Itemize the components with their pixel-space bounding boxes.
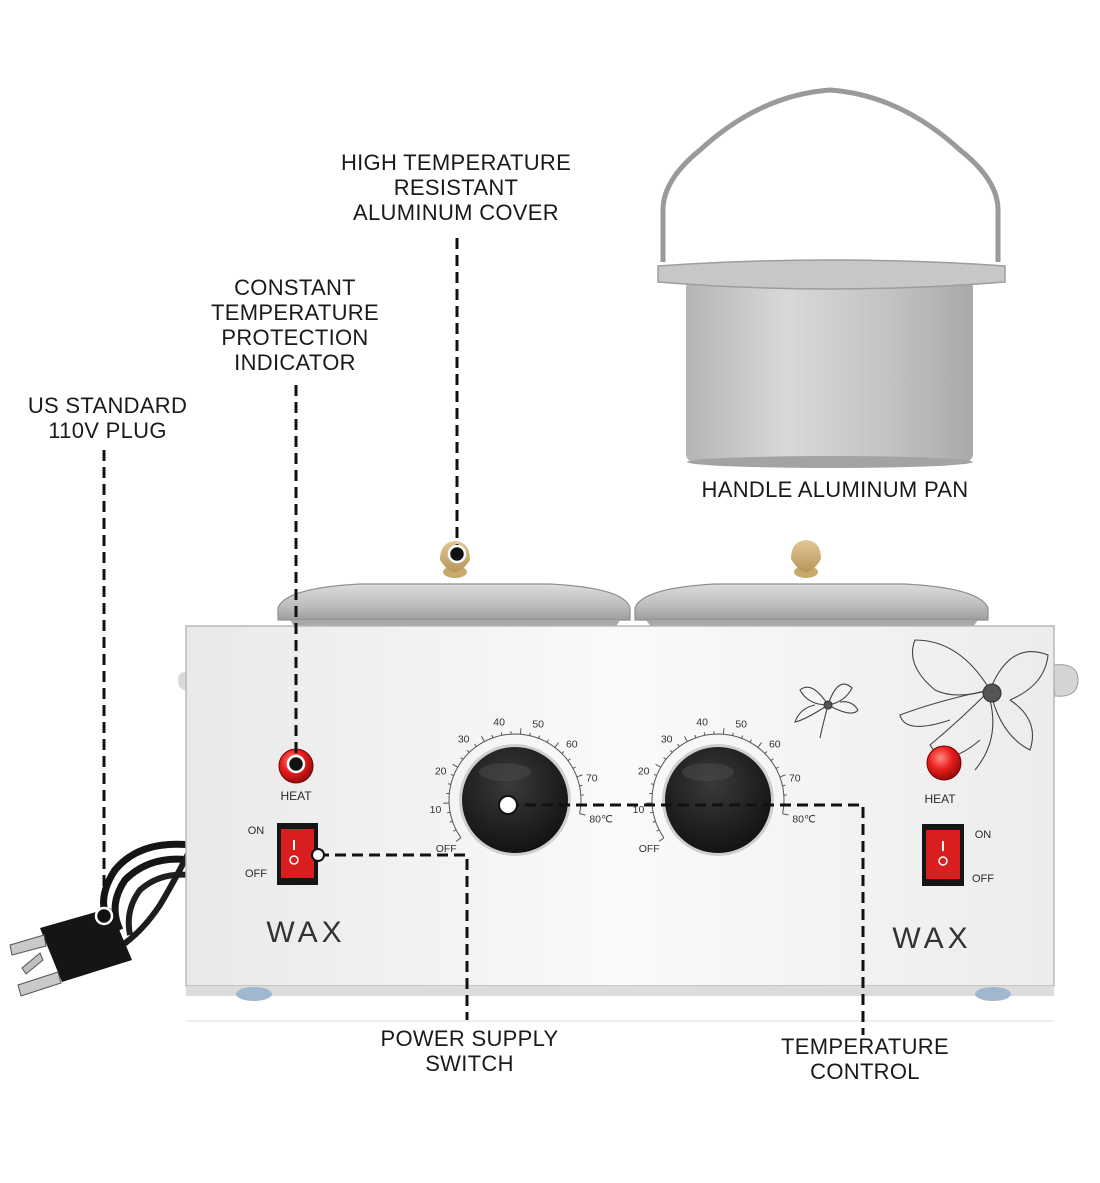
- dial-scale-label: 60: [566, 739, 578, 751]
- callout-line: PROTECTION: [195, 325, 395, 350]
- dial-scale-label: 30: [661, 734, 673, 746]
- dial-scale-label: 40: [493, 717, 505, 729]
- dial-scale-label: 40: [696, 717, 708, 729]
- callout-line: POWER SUPPLY: [362, 1026, 577, 1051]
- marker-switch: [312, 849, 324, 861]
- dial-scale-label: 10: [430, 804, 442, 816]
- dial-tick: [501, 732, 502, 735]
- callout-line: RESISTANT: [330, 175, 582, 200]
- dial-tick: [733, 733, 734, 736]
- power-switch-right[interactable]: [922, 824, 964, 886]
- dial-scale-label: 80℃: [792, 813, 816, 825]
- callout-line: INDICATOR: [195, 350, 395, 375]
- dial-scale-label: 30: [458, 734, 470, 746]
- callout-line: CONTROL: [765, 1059, 965, 1084]
- switch-off-label-left: OFF: [245, 868, 267, 880]
- lid-right: [635, 540, 988, 628]
- callout-line: SWITCH: [362, 1051, 577, 1076]
- dial-scale-label: OFF: [436, 843, 457, 855]
- heat-label-right: HEAT: [924, 792, 956, 806]
- dial-tick: [530, 733, 531, 736]
- callout-line: US STANDARD: [10, 393, 205, 418]
- dial-highlight: [479, 763, 531, 781]
- dial-highlight: [682, 763, 734, 781]
- heat-label-left: HEAT: [280, 789, 312, 803]
- dial-scale-label: 70: [789, 772, 801, 784]
- dial-tick: [447, 812, 450, 813]
- dial-tick: [704, 732, 705, 735]
- callout-aluminum-pan: HANDLE ALUMINUM PAN: [680, 477, 990, 502]
- dial-knob[interactable]: [665, 747, 771, 853]
- foot-left: [236, 987, 272, 1001]
- callout-line: TEMPERATURE: [195, 300, 395, 325]
- marker-indicator: [288, 756, 304, 772]
- heat-indicator-right: [927, 746, 961, 780]
- dial-scale-label: 50: [735, 718, 747, 730]
- pan-body: [686, 280, 973, 462]
- switch-off-label-right: OFF: [972, 873, 994, 885]
- callout-line: HIGH TEMPERATURE: [330, 150, 582, 175]
- pan-handle: [663, 90, 998, 262]
- callout-line: ALUMINUM COVER: [330, 200, 582, 225]
- dial-tick: [651, 784, 654, 785]
- aluminum-pan: [658, 90, 1005, 468]
- dial-tick: [579, 785, 582, 786]
- wax-label-right: WAX: [892, 922, 971, 955]
- lid-knob-right: [791, 540, 821, 572]
- dial-tick: [650, 812, 653, 813]
- marker-plug: [96, 908, 112, 924]
- callout-line: TEMPERATURE: [765, 1034, 965, 1059]
- dial-tick: [448, 784, 451, 785]
- dial-scale-label: 80℃: [589, 813, 613, 825]
- wax-label-left: WAX: [266, 916, 345, 949]
- pan-rim: [658, 260, 1005, 289]
- foot-right: [975, 987, 1011, 1001]
- us-plug-icon: [10, 908, 132, 996]
- marker-cover: [449, 546, 465, 562]
- dial-scale-label: 20: [638, 765, 650, 777]
- switch-on-label-right: ON: [975, 829, 992, 841]
- switch-on-label-left: ON: [248, 825, 265, 837]
- dial-scale-label: 20: [435, 765, 447, 777]
- callout-line: CONSTANT: [195, 275, 395, 300]
- dial-scale-label: 50: [532, 718, 544, 730]
- dial-scale-label: 60: [769, 739, 781, 751]
- dial-scale-label: OFF: [639, 843, 660, 855]
- dial-scale-label: 70: [586, 772, 598, 784]
- callout-line: 110V PLUG: [10, 418, 205, 443]
- marker-temperature: [499, 796, 517, 814]
- callout-line: HANDLE ALUMINUM PAN: [680, 477, 990, 502]
- dial-tick: [782, 785, 785, 786]
